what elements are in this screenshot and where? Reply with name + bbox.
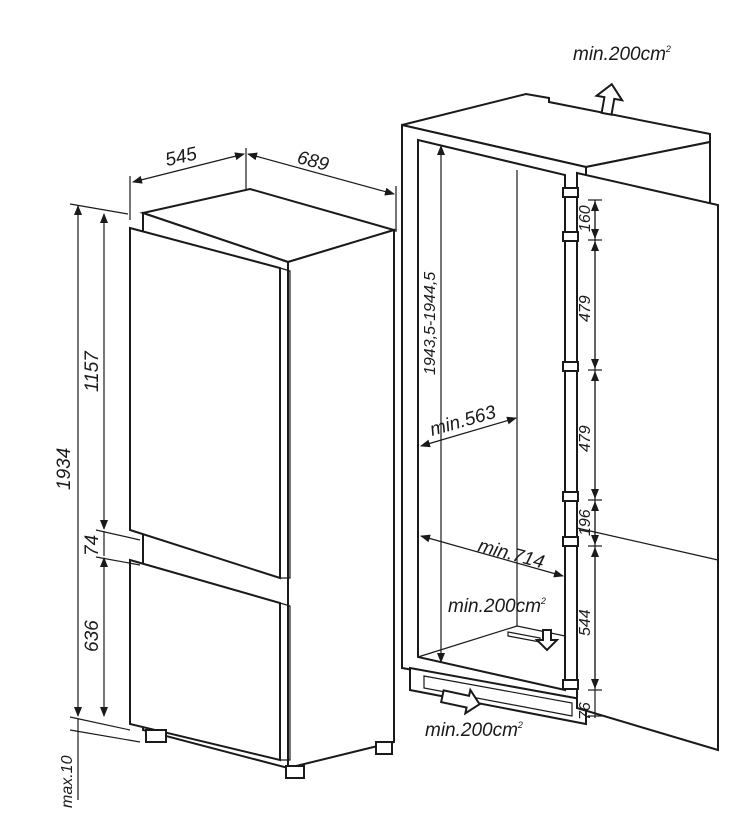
width-label: 689: [295, 147, 331, 176]
hinge-icon: [562, 231, 579, 242]
niche-height-label: 1943,5-1944,5: [422, 272, 439, 375]
fridge-foot: [145, 729, 167, 743]
vent-mid-label: min.200cm2: [448, 596, 546, 617]
hinge-dim-label: 160: [577, 205, 594, 232]
upper-door: [129, 226, 281, 580]
plinth-label: max.10: [59, 755, 76, 808]
fridge-side-face: [287, 228, 395, 770]
door-split: [576, 527, 719, 561]
hinge-dim-label: 479: [577, 425, 594, 452]
hinge-icon: [562, 491, 579, 502]
gap-label: 74: [82, 535, 103, 556]
lower-door-height-label: 636: [82, 620, 103, 652]
dim-hinges: 160 479 479 196 544 76: [577, 199, 602, 720]
fridge-foot: [375, 741, 393, 755]
fridge-foot: [285, 765, 305, 779]
vent-arrows: [439, 82, 625, 716]
niche-door: [576, 171, 719, 752]
hinge-icon: [562, 536, 579, 547]
upper-door-edge: [279, 267, 291, 579]
plinth-vent: [423, 675, 573, 717]
upper-door-height-label: 1157: [82, 350, 103, 392]
hinge-icon: [562, 679, 579, 690]
hinge-dim-label: 544: [577, 609, 594, 636]
hinge-dim-label: 196: [577, 509, 594, 536]
vent-top-label: min.200cm2: [573, 44, 671, 65]
vent-bottom-label: min.200cm2: [425, 720, 523, 741]
total-height-label: 1934: [54, 448, 75, 490]
arrow-up-icon: [594, 82, 625, 116]
arrow-right-icon: [439, 687, 481, 716]
dim-heights: 1934 1157 74 636 max.10: [54, 203, 141, 808]
hinge-dim-label: 479: [577, 295, 594, 322]
hinge-dim-label: 76: [577, 702, 594, 720]
fridge-drawing: [129, 187, 398, 779]
hinge-icon: [562, 187, 579, 198]
arrow-down-icon: [534, 629, 560, 652]
hinge-icon: [562, 361, 579, 372]
lower-door-edge: [279, 602, 291, 761]
